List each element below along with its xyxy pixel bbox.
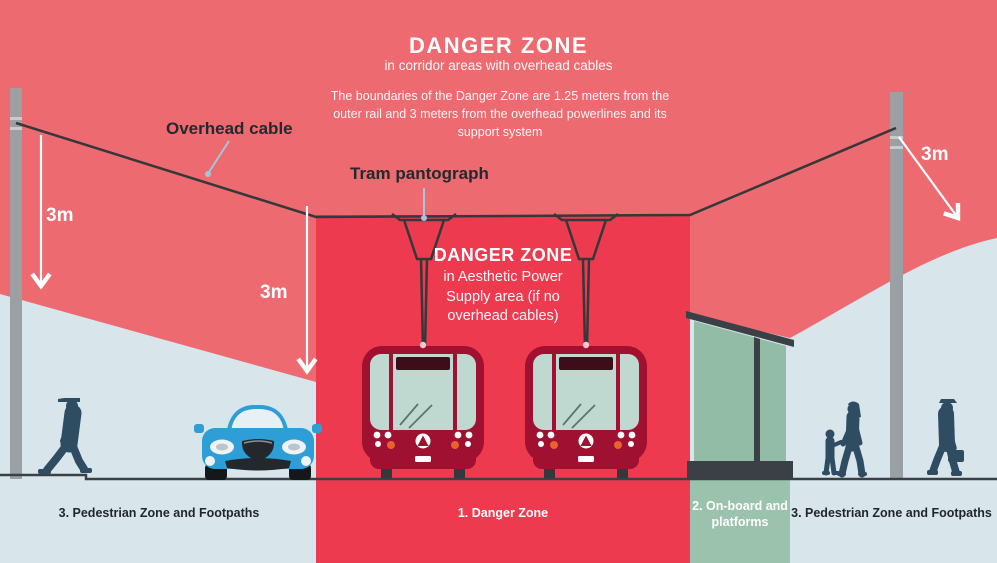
zone-label-pedestrian-left: 3. Pedestrian Zone and Footpaths [58, 506, 260, 520]
page-subtitle: in corridor areas with overhead cables [384, 58, 613, 73]
pantograph-pointer-dot [421, 215, 427, 221]
zone-label-pedestrian-right: 3. Pedestrian Zone and Footpaths [791, 506, 992, 520]
clearance-arrow-right [898, 136, 961, 222]
car [194, 405, 322, 480]
catenary-pole-right [890, 92, 903, 479]
onboard-zone-block [690, 480, 790, 563]
zone-label-onboard: 2. On-board and platforms [692, 499, 788, 530]
aps-zone-subtitle: in Aesthetic Power Supply area (if no ov… [443, 269, 563, 325]
zone-label-danger: 1. Danger Zone [457, 506, 549, 520]
boundary-description: The boundaries of the Danger Zone are 1.… [330, 89, 670, 140]
pedestrian-woman [837, 401, 867, 478]
clearance-label-middle: 3m [260, 282, 288, 303]
tram-front-left [361, 340, 485, 479]
ground-line [0, 473, 997, 481]
clearance-label-right: 3m [921, 144, 949, 165]
pedestrian-child [822, 429, 843, 476]
tram-pantograph-label: Tram pantograph [350, 164, 489, 183]
clearance-label-left: 3m [46, 205, 74, 226]
pedestrian-man-left [38, 398, 92, 474]
pedestrian-man-right [927, 399, 964, 476]
aps-zone-title: DANGER ZONE [433, 245, 573, 265]
platform-shelter [686, 311, 794, 480]
overhead-cable-label: Overhead cable [166, 119, 293, 138]
page-title: DANGER ZONE [408, 33, 589, 58]
overhead-cable [15, 121, 897, 219]
corridor-danger-area [0, 0, 997, 382]
catenary-pole-left [10, 88, 22, 479]
overhead-cable-pointer [208, 140, 230, 173]
overhead-cable-pointer-dot [205, 171, 211, 177]
tram-front-right [524, 340, 648, 479]
